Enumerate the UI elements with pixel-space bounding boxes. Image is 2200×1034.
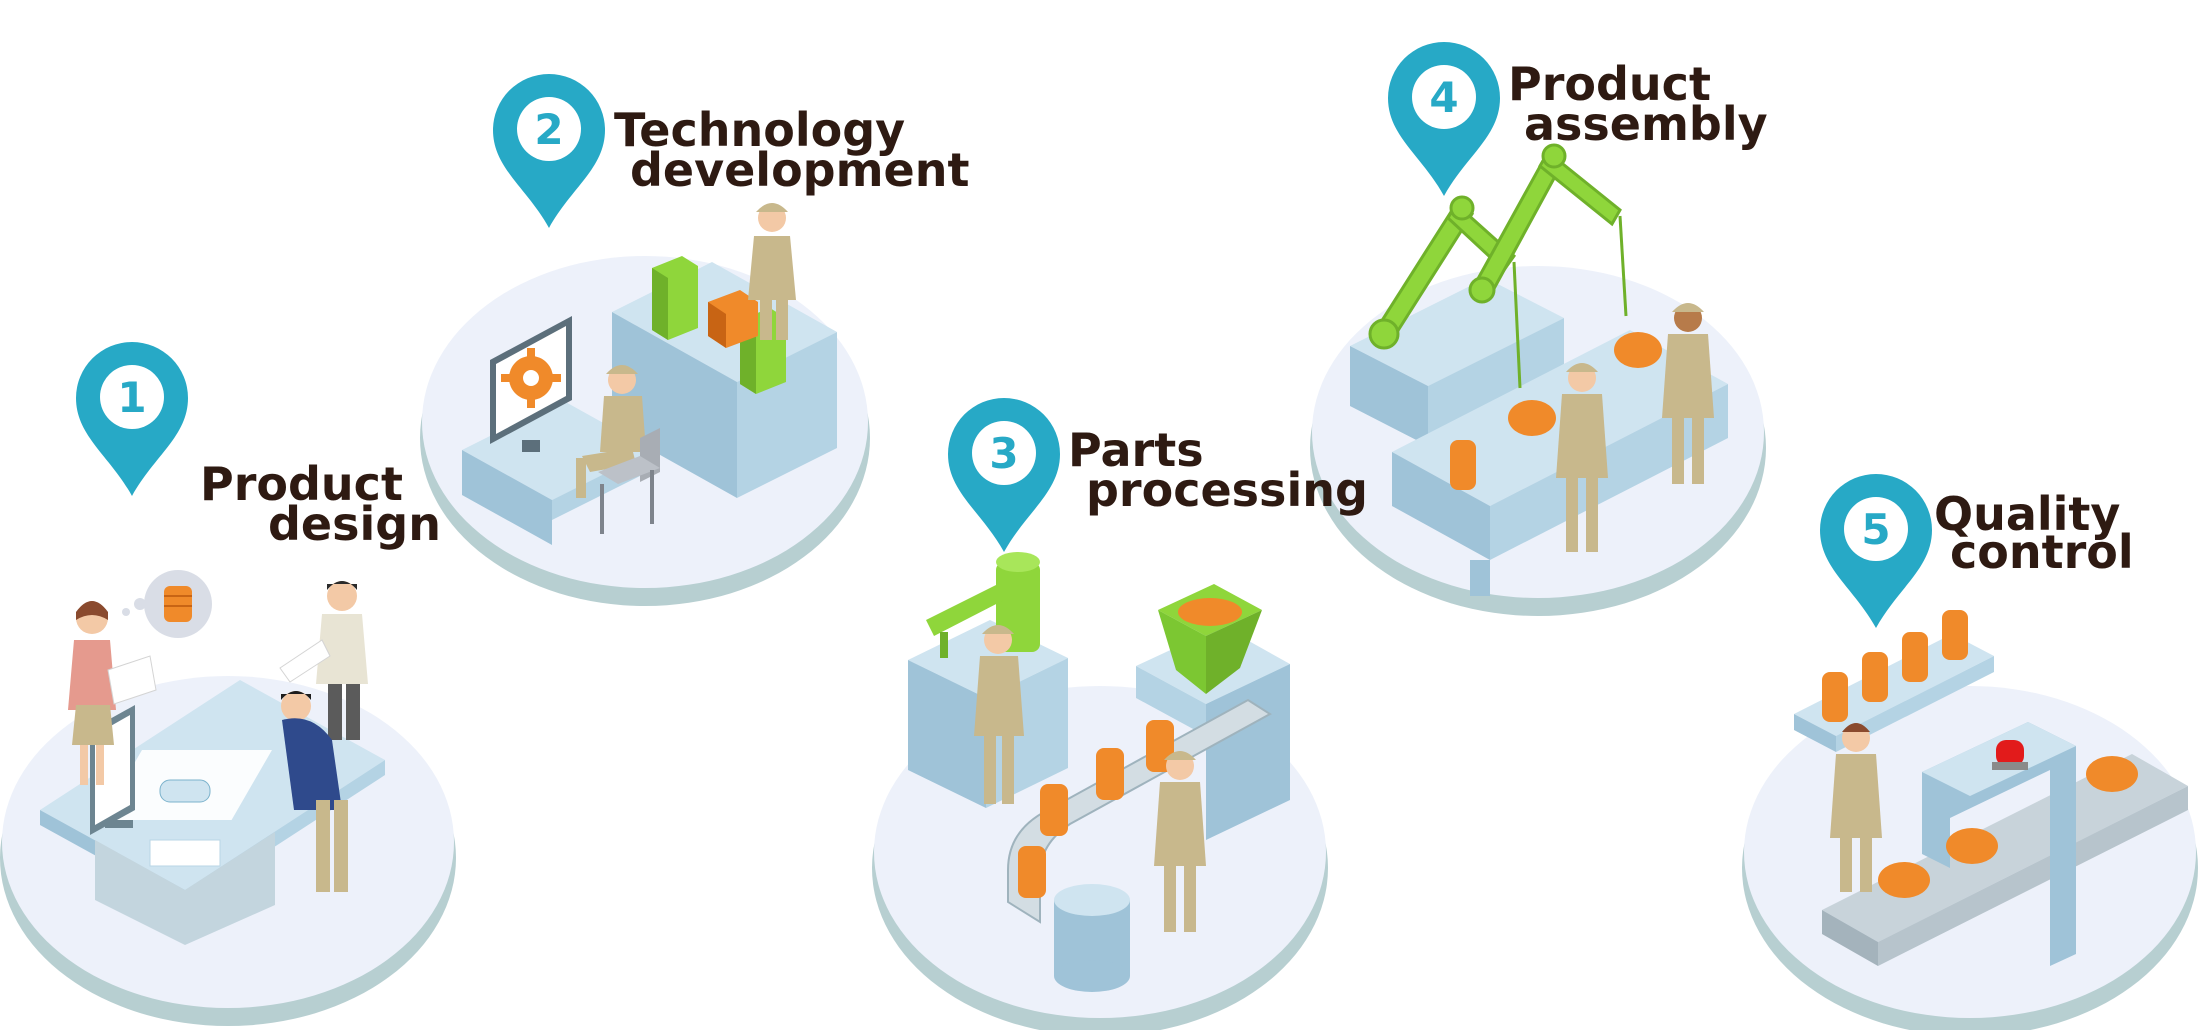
step-5-label-line2: control bbox=[1950, 525, 2134, 579]
man-with-document bbox=[279, 581, 368, 740]
step-4-label-line1: Product bbox=[1508, 57, 1711, 111]
step-3-label-line1: Parts bbox=[1068, 423, 1204, 477]
step-1-label-line2: design bbox=[268, 497, 441, 551]
step-4-marker: 4 bbox=[1388, 42, 1500, 196]
step-4-product-assembly bbox=[1310, 143, 1766, 616]
step-3-number: 3 bbox=[989, 429, 1018, 478]
step-2-technology-development bbox=[420, 203, 870, 606]
thought-bubble bbox=[122, 570, 212, 638]
step-1-marker: 1 bbox=[76, 342, 188, 496]
step-1-number: 1 bbox=[117, 373, 146, 422]
finished-parts bbox=[1822, 610, 1968, 722]
step-2-number: 2 bbox=[534, 105, 563, 154]
green-robot-arm-right bbox=[1468, 143, 1628, 317]
cad-monitor bbox=[490, 316, 572, 452]
engineer-seated bbox=[576, 365, 646, 498]
step-3-label-line2: processing bbox=[1086, 463, 1368, 517]
step-1-product-design bbox=[0, 570, 456, 1026]
step-3-parts-processing bbox=[872, 552, 1328, 1034]
worker-inspecting bbox=[1154, 751, 1206, 932]
step-5-number: 5 bbox=[1861, 505, 1890, 554]
alarm-light-icon bbox=[1992, 740, 2028, 770]
orange-parts-assembly bbox=[1450, 332, 1662, 490]
step-5-quality-control bbox=[1742, 610, 2198, 1034]
storage-drum bbox=[1054, 884, 1130, 992]
engineer-standing bbox=[748, 203, 796, 340]
step-4-label-line2: assembly bbox=[1524, 97, 1768, 151]
gear-icon bbox=[501, 348, 561, 408]
orange-prototype bbox=[708, 290, 758, 348]
step-1-label-line1: Product bbox=[200, 457, 403, 511]
step-2-label-line1: Technology bbox=[614, 103, 905, 157]
woman-designer bbox=[68, 601, 157, 785]
green-machine-left bbox=[652, 256, 698, 340]
step-3-marker: 3 bbox=[948, 398, 1060, 552]
inspector bbox=[1830, 723, 1882, 892]
step-2-marker: 2 bbox=[493, 74, 605, 228]
green-hopper bbox=[1158, 584, 1262, 694]
parts-on-conveyor bbox=[1878, 756, 2138, 898]
orange-parts bbox=[1018, 720, 1174, 898]
assembler-front bbox=[1556, 363, 1608, 552]
worker-at-machine bbox=[974, 625, 1024, 804]
man-leaning bbox=[281, 691, 348, 892]
step-2-label-line2: development bbox=[630, 143, 969, 197]
robot-base bbox=[1350, 278, 1564, 446]
step-5-marker: 5 bbox=[1820, 474, 1932, 628]
step-4-number: 4 bbox=[1429, 73, 1458, 122]
step-5-label-line1: Quality bbox=[1934, 487, 2120, 541]
office-chair bbox=[598, 428, 660, 534]
assembler-back bbox=[1662, 303, 1714, 484]
